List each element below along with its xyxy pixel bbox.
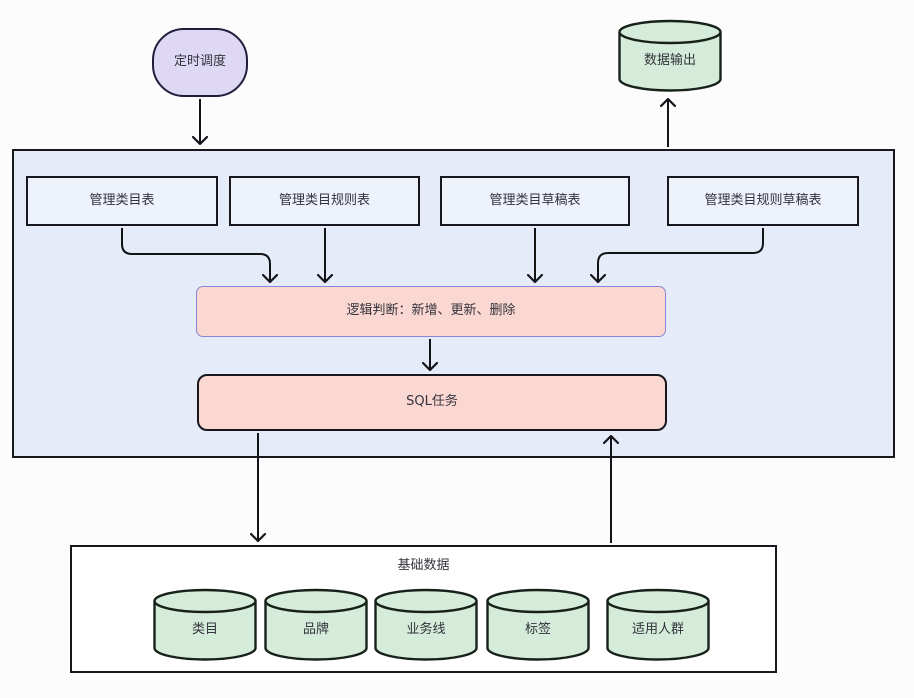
database-cylinder-icon	[264, 588, 368, 661]
data-output-database: 数据输出	[617, 19, 723, 93]
database-brand: 品牌	[263, 588, 369, 662]
database-cylinder-icon	[153, 588, 257, 661]
database-cylinder-icon	[374, 588, 478, 661]
base-data-title: 基础数据	[397, 558, 450, 573]
data-output-label: 数据输出	[643, 53, 696, 68]
database-applicable-crowd: 适用人群	[605, 588, 711, 662]
sql-task-box: SQL任务	[197, 374, 667, 431]
database-cylinder-icon	[618, 19, 722, 92]
table-box-label: 管理类目规则表	[278, 192, 370, 208]
logic-judgment-box: 逻辑判断：新增、更新、删除	[196, 286, 666, 337]
database-label: 适用人群	[631, 622, 684, 637]
database-category: 类目	[152, 588, 258, 662]
table-box-label: 管理类目规则草稿表	[704, 192, 822, 208]
database-label: 标签	[524, 622, 551, 637]
scheduler-node: 定时调度	[152, 28, 248, 97]
database-tag: 标签	[485, 588, 591, 662]
base-data-container: 基础数据 类目 品牌 业务线	[70, 545, 777, 673]
table-box-managed-category-rule-draft: 管理类目规则草稿表	[667, 176, 859, 226]
processing-container: 管理类目表 管理类目规则表 管理类目草稿表 管理类目规则草稿表 逻辑判断：新增、…	[12, 149, 895, 458]
table-box-managed-category-rule: 管理类目规则表	[229, 176, 420, 226]
table-box-label: 管理类目草稿表	[489, 192, 581, 208]
database-label: 类目	[191, 622, 218, 637]
logic-judgment-label: 逻辑判断：新增、更新、删除	[346, 303, 516, 319]
database-cylinder-icon	[606, 588, 710, 661]
database-business-line: 业务线	[373, 588, 479, 662]
sql-task-label: SQL任务	[406, 394, 458, 410]
database-label: 品牌	[302, 622, 329, 637]
database-cylinder-icon	[486, 588, 590, 661]
table-box-managed-category-draft: 管理类目草稿表	[440, 176, 630, 226]
database-label: 业务线	[406, 622, 446, 637]
table-box-managed-category: 管理类目表	[26, 176, 218, 226]
scheduler-label: 定时调度	[173, 54, 226, 70]
table-box-label: 管理类目表	[89, 192, 155, 208]
